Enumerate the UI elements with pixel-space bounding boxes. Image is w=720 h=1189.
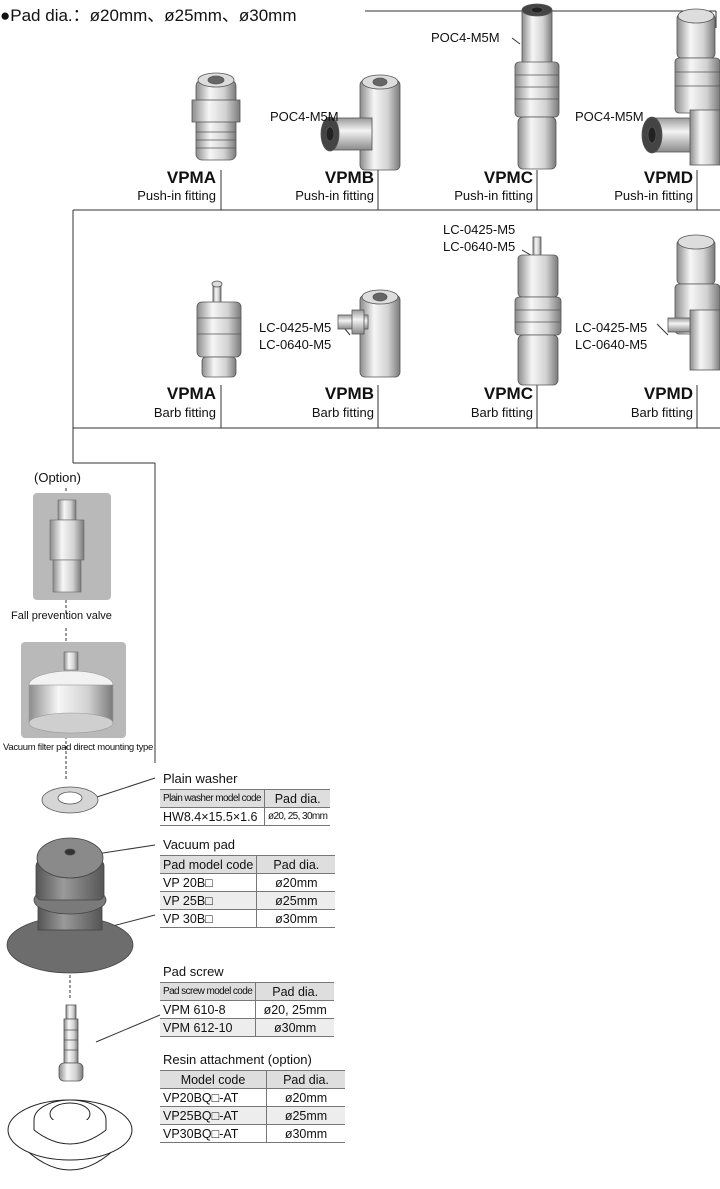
vpmd-push-model: VPMD — [598, 168, 693, 188]
table-cell: VP30BQ□-AT — [160, 1125, 267, 1143]
table-cell: VP 20B□ — [160, 874, 257, 892]
table-cell: VP20BQ□-AT — [160, 1089, 267, 1107]
table-header: Pad screw model code — [160, 983, 256, 1001]
table-cell: ø20, 25mm — [256, 1001, 335, 1019]
table-cell: ø20mm — [257, 874, 336, 892]
plain-washer-image — [42, 787, 98, 813]
vpmc-push-type: Push-in fitting — [410, 188, 533, 203]
table-cell: ø30mm — [257, 910, 336, 928]
table-cell: ø20mm — [267, 1089, 346, 1107]
table-header: Pad model code — [160, 856, 257, 874]
table-header: Pad dia. — [264, 790, 330, 808]
resin-heading: Resin attachment (option) — [163, 1052, 312, 1067]
page-title: ●Pad dia.：ø20mm、ø25mm、ø30mm — [0, 1, 297, 26]
vpmd-barb-callout-1: LC-0425-M5 — [575, 320, 647, 335]
vacuum-filter-photo — [21, 642, 126, 738]
vpma-barb-fitting-image — [197, 281, 241, 377]
vpmc-barb-callout-2: LC-0640-M5 — [443, 239, 515, 254]
vpmc-barb-model: VPMC — [436, 384, 533, 404]
filter-label: Vacuum filter pad direct mounting type — [3, 742, 153, 753]
vpmc-barb-callout-1: LC-0425-M5 — [443, 222, 515, 237]
table-cell: VP 30B□ — [160, 910, 257, 928]
resin-attachment-image — [8, 1100, 132, 1170]
table-cell: ø30mm — [267, 1125, 346, 1143]
pad-screw-image — [59, 1005, 83, 1081]
table-cell: ø25mm — [257, 892, 336, 910]
table-header: Pad dia. — [257, 856, 336, 874]
vacuum-pad-heading: Vacuum pad — [163, 837, 235, 852]
vpmd-barb-model: VPMD — [598, 384, 693, 404]
vpma-push-fitting-image — [192, 73, 240, 160]
table-header: Model code — [160, 1071, 267, 1089]
vacuum-pad-image — [7, 838, 133, 973]
vpmb-barb-callout-2: LC-0640-M5 — [259, 337, 331, 352]
vpmb-push-type: Push-in fitting — [250, 188, 374, 203]
vpmd-push-fitting-image — [642, 9, 720, 165]
vpmb-barb-type: Barb fitting — [250, 405, 374, 420]
vpmd-barb-type: Barb fitting — [570, 405, 693, 420]
table-cell: ø20, 25, 30mm — [264, 808, 330, 826]
vpmb-push-callout: POC4-M5M — [270, 109, 339, 124]
table-cell: ø30mm — [256, 1019, 335, 1037]
vpmc-push-fitting-image — [515, 4, 559, 169]
table-cell: VPM 610-8 — [160, 1001, 256, 1019]
vpmb-push-model: VPMB — [276, 168, 374, 188]
table-header: Plain washer model code — [160, 790, 264, 808]
vpmb-barb-model: VPMB — [276, 384, 374, 404]
vpmc-barb-fitting-image — [515, 237, 561, 385]
vpmc-push-callout: POC4-M5M — [431, 30, 500, 45]
vpmd-barb-fitting-image — [668, 235, 720, 370]
table-cell: HW8.4×15.5×1.6 — [160, 808, 264, 826]
table-cell: ø25mm — [267, 1107, 346, 1125]
vpmd-push-type: Push-in fitting — [570, 188, 693, 203]
vpmd-barb-callout-2: LC-0640-M5 — [575, 337, 647, 352]
table-cell: VP 25B□ — [160, 892, 257, 910]
vpma-push-model: VPMA — [120, 168, 216, 188]
fall-prevention-valve-photo — [33, 493, 111, 600]
vpmb-barb-fitting-image — [338, 290, 400, 377]
table-header: Pad dia. — [267, 1071, 346, 1089]
pad-screw-heading: Pad screw — [163, 964, 224, 979]
option-label: (Option) — [34, 470, 81, 485]
table-cell: VP25BQ□-AT — [160, 1107, 267, 1125]
vpmc-push-model: VPMC — [436, 168, 533, 188]
vpma-barb-type: Barb fitting — [100, 405, 216, 420]
table-cell: VPM 612-10 — [160, 1019, 256, 1037]
fall-valve-label: Fall prevention valve — [11, 610, 112, 622]
vpmb-barb-callout-1: LC-0425-M5 — [259, 320, 331, 335]
plain-washer-heading: Plain washer — [163, 771, 237, 786]
vpma-push-type: Push-in fitting — [100, 188, 216, 203]
vpmd-push-callout: POC4-M5M — [575, 109, 644, 124]
table-header: Pad dia. — [256, 983, 335, 1001]
vpma-barb-model: VPMA — [120, 384, 216, 404]
vpmc-barb-type: Barb fitting — [410, 405, 533, 420]
